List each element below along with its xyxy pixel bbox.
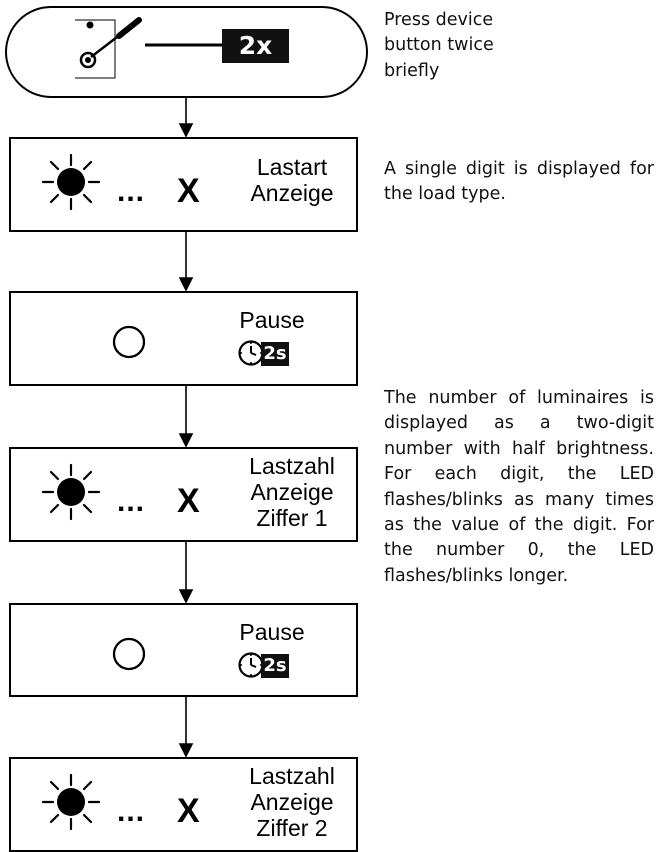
connector-arrowhead-5 (178, 743, 194, 758)
screwdriver-icon (90, 17, 142, 58)
connector-arrowhead-1 (178, 123, 194, 138)
repeat-count-badge: 2x (222, 29, 289, 63)
description-load-type: A single digit is displayed for the load… (384, 159, 654, 205)
device-button-icon (75, 19, 223, 79)
connector-arrowhead-4 (178, 589, 194, 604)
ellipsis: ... (117, 175, 146, 208)
step-label: Lastzahl Anzeige Ziffer 1 (249, 453, 335, 531)
ellipsis: ... (117, 485, 146, 518)
step-pause-1: Pause 2s (9, 291, 358, 386)
step-count-digit-2: ... X Lastzahl Anzeige Ziffer 2 (9, 757, 358, 852)
step-label: Lastzahl Anzeige Ziffer 2 (249, 763, 335, 841)
step-press-button: 2x (5, 6, 368, 98)
led-flashing-icon (41, 153, 101, 211)
description-press-button: Press device button twice briefly (384, 10, 494, 81)
digit-placeholder: X (177, 172, 200, 210)
led-off-icon (112, 637, 146, 671)
step-label: Lastart Anzeige (250, 154, 334, 206)
pause-duration-badge: 2s (261, 342, 289, 366)
led-flashing-icon (41, 773, 101, 831)
digit-placeholder: X (177, 482, 200, 520)
led-off-icon (112, 325, 146, 359)
led-flashing-icon (41, 463, 101, 521)
description-luminaires: The number of luminaires is displayed as… (384, 388, 654, 586)
step-load-type-display: ... X Lastart Anzeige (9, 137, 358, 232)
step-pause-2: Pause 2s (9, 603, 358, 697)
connector-arrowhead-3 (178, 433, 194, 448)
step-label: Pause (239, 307, 305, 333)
connector-arrowhead-2 (178, 277, 194, 292)
digit-placeholder: X (177, 792, 200, 830)
pause-duration-badge: 2s (261, 654, 289, 678)
step-label: Pause (239, 619, 305, 645)
step-count-digit-1: ... X Lastzahl Anzeige Ziffer 1 (9, 447, 358, 542)
ellipsis: ... (117, 795, 146, 828)
